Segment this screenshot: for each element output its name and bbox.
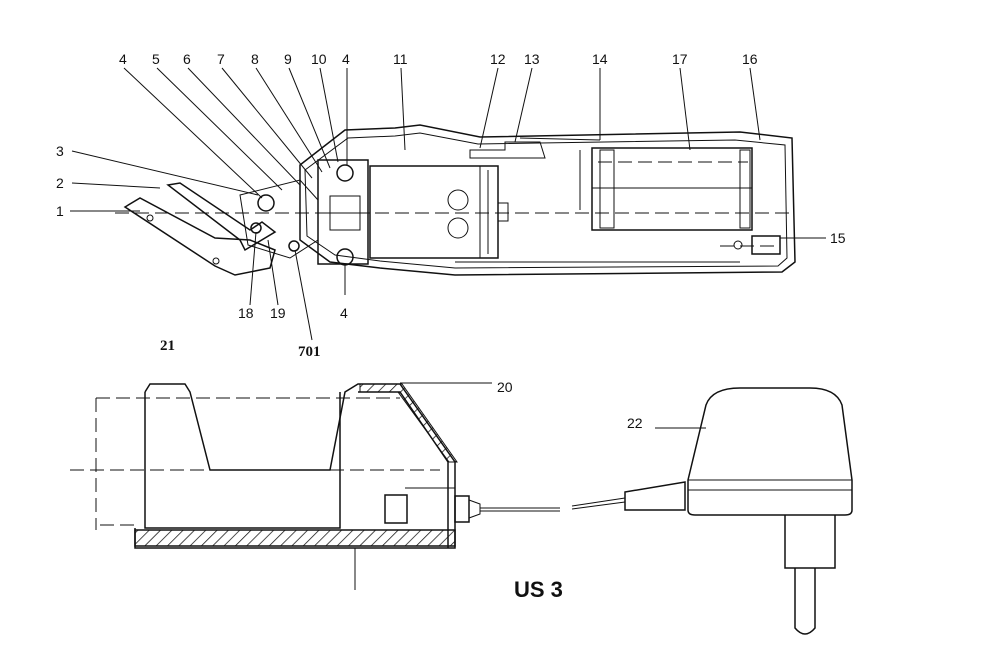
- part-label-22: 22: [627, 415, 643, 431]
- part-label-14: 14: [592, 51, 608, 67]
- part-label-16: 16: [742, 51, 758, 67]
- part-label-7: 7: [217, 51, 225, 67]
- part-label-4c: 4: [340, 305, 348, 321]
- shears-leaders: [70, 67, 826, 341]
- part-label-2: 2: [56, 175, 64, 191]
- figure-number: 21: [160, 338, 175, 354]
- charging-base: [70, 382, 686, 590]
- part-label-701: 701: [298, 344, 321, 360]
- lower-blade: [123, 197, 276, 276]
- part-label-10: 10: [311, 51, 327, 67]
- part-label-4a: 4: [119, 51, 127, 67]
- part-labels: 1 2 3 4 5 6 7 8 9 10 4 11 12 13 14 17 16…: [56, 51, 846, 431]
- battery-pack: [591, 147, 753, 231]
- part-label-6: 6: [183, 51, 191, 67]
- part-label-3: 3: [56, 143, 64, 159]
- part-label-15: 15: [830, 230, 846, 246]
- part-label-1: 1: [56, 203, 64, 219]
- part-label-8: 8: [251, 51, 259, 67]
- power-adapter: [655, 387, 853, 635]
- part-label-4b: 4: [342, 51, 350, 67]
- part-label-19: 19: [270, 305, 286, 321]
- part-label-11: 11: [393, 51, 408, 67]
- part-label-5: 5: [152, 51, 160, 67]
- part-label-18: 18: [238, 305, 254, 321]
- upper-blade: [166, 182, 277, 252]
- figure-title: US 3: [514, 577, 563, 602]
- part-label-9: 9: [284, 51, 292, 67]
- part-label-13: 13: [524, 51, 540, 67]
- part-label-20: 20: [497, 379, 513, 395]
- part-label-17: 17: [672, 51, 688, 67]
- shears-drawing: [115, 124, 796, 276]
- motor: [369, 165, 499, 259]
- part-label-12: 12: [490, 51, 506, 67]
- shears-housing: [299, 124, 796, 276]
